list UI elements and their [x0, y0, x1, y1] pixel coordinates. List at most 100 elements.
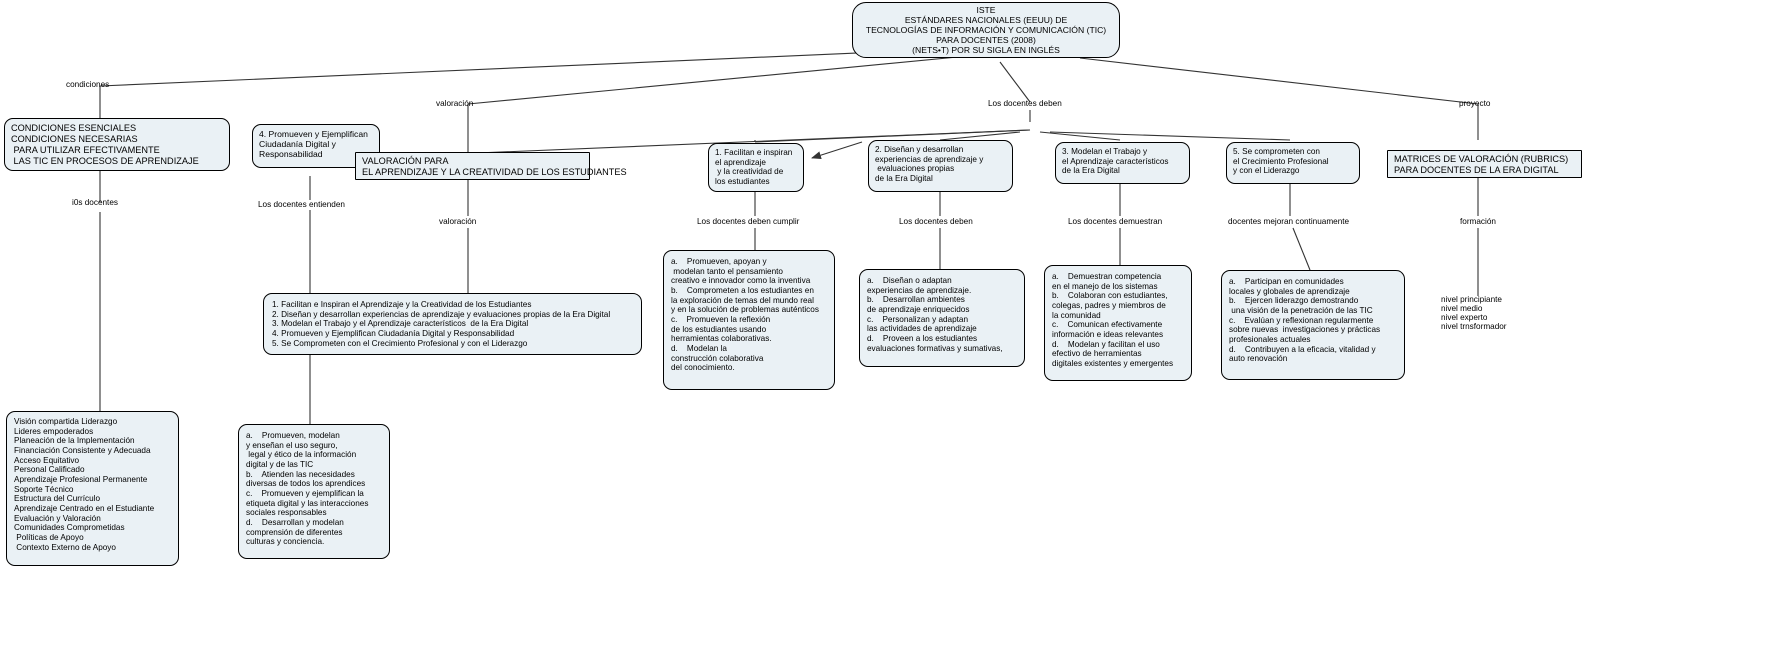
- node-niveles[interactable]: nivel principiante nivel medio nivel exp…: [1441, 295, 1507, 331]
- valoracion-line-1: EL APRENDIZAJE Y LA CREATIVIDAD DE LOS E…: [362, 166, 627, 177]
- std4-detail-line-7: etiqueta digital y las interacciones: [246, 498, 369, 508]
- root-line-4: (NETS•T) POR SU SIGLA EN INGLÉS: [912, 45, 1060, 56]
- node-standard-5-detail[interactable]: a. Participan en comunidades locales y g…: [1221, 270, 1405, 380]
- node-standard-2-detail[interactable]: a. Diseñan o adaptan experiencias de apr…: [859, 269, 1025, 367]
- std1-detail-line-5: y en la solución de problemas auténticos: [671, 305, 819, 315]
- std1-detail-line-3: b. Comprometen a los estudiantes en: [671, 286, 814, 296]
- link-label-i0s-docentes: i0s docentes: [72, 198, 118, 207]
- std4-detail-line-10: comprensión de diferentes: [246, 527, 343, 537]
- valoracion-line-0: VALORACIÓN PARA: [362, 156, 449, 166]
- std1-detail-line-4: la exploración de temas del mundo real: [671, 295, 814, 305]
- root-line-1: ESTÁNDARES NACIONALES (EEUU) DE: [904, 14, 1068, 25]
- std2-detail-line-4: c. Personalizan y adaptan: [867, 314, 969, 324]
- std1-line-0: 1. Facilitan e inspiran: [715, 148, 793, 157]
- condiciones-list-line-8: Estructura del Currículo: [14, 494, 101, 504]
- std3-detail-line-0: a. Demuestran competencia: [1052, 272, 1162, 281]
- std2-detail-line-5: las actividades de aprendizaje: [867, 324, 977, 334]
- matrices-line-0: MATRICES DE VALORACIÓN (RUBRICS): [1394, 154, 1569, 164]
- std5-detail-line-7: d. Contribuyen a la eficacia, vitalidad …: [1229, 344, 1376, 354]
- node-standard-3-detail[interactable]: a. Demuestran competencia en el manejo d…: [1044, 265, 1192, 381]
- link-label-condiciones: condiciones: [66, 80, 110, 89]
- condiciones-line-3: LAS TIC EN PROCESOS DE APRENDIZAJE: [11, 155, 199, 166]
- node-condiciones-list[interactable]: Visión compartida Liderazgo Lideres empo…: [6, 411, 179, 566]
- std4-line-0: 4. Promueven y Ejemplifican: [259, 129, 368, 139]
- std3-line-2: de la Era Digital: [1062, 166, 1120, 176]
- std4-line-2: Responsabilidad: [259, 149, 323, 160]
- std-list-line-1: 2. Diseñan y desarrollan experiencias de…: [272, 309, 611, 319]
- condiciones-list-line-10: Evaluación y Valoración: [14, 513, 101, 523]
- std4-detail-line-5: diversas de todos los aprendices: [246, 479, 366, 489]
- std1-detail-line-1: modelan tanto el pensamiento: [671, 266, 783, 276]
- std4-detail-line-6: c. Promueven y ejemplifican la: [246, 489, 364, 499]
- std2-line-2: evaluaciones propias: [875, 164, 955, 174]
- std1-detail-line-7: de los estudiantes usando: [671, 324, 767, 334]
- root-line-0: ISTE: [976, 4, 996, 15]
- std1-line-2: y la creatividad de: [715, 167, 784, 177]
- std5-line-2: y con el Liderazgo: [1233, 166, 1300, 176]
- condiciones-list-line-13: Contexto Externo de Apoyo: [14, 542, 116, 552]
- link-label-docentes-mejoran: docentes mejoran continuamente: [1228, 217, 1350, 226]
- condiciones-list-line-9: Aprendizaje Centrado en el Estudiante: [14, 504, 155, 514]
- std4-detail-line-8: sociales responsables: [246, 508, 327, 518]
- std-list-line-3: 4. Promueven y Ejemplifican Ciudadanía D…: [272, 329, 515, 339]
- link-label-los-docentes-entienden: Los docentes entienden: [258, 200, 345, 209]
- std2-detail-line-7: evaluaciones formativas y sumativas,: [867, 343, 1003, 353]
- std5-detail-line-5: sobre nuevas investigaciones y prácticas: [1229, 325, 1381, 335]
- condiciones-list-line-7: Soporte Técnico: [14, 484, 74, 494]
- condiciones-list-line-0: Visión compartida Liderazgo: [14, 417, 118, 426]
- condiciones-list-line-11: Comunidades Comprometidas: [14, 523, 125, 533]
- std1-detail-line-0: a. Promueven, apoyan y: [671, 257, 767, 266]
- node-condiciones-esenciales[interactable]: CONDICIONES ESENCIALES CONDICIONES NECES…: [4, 118, 230, 171]
- std2-line-0: 2. Diseñan y desarrollan: [875, 145, 964, 154]
- std5-line-0: 5. Se comprometen con: [1233, 147, 1320, 156]
- condiciones-list-line-3: Financiación Consistente y Adecuada: [14, 446, 151, 456]
- node-standard-4[interactable]: 4. Promueven y Ejemplifican Ciudadanía D…: [252, 124, 380, 168]
- std-list-line-4: 5. Se Comprometen con el Crecimiento Pro…: [272, 338, 528, 348]
- link-label-los-docentes-deben: Los docentes deben: [988, 99, 1062, 108]
- condiciones-line-0: CONDICIONES ESENCIALES: [11, 123, 137, 133]
- node-standard-1-detail[interactable]: a. Promueven, apoyan y modelan tanto el …: [663, 250, 835, 390]
- condiciones-line-2: PARA UTILIZAR EFECTIVAMENTE: [11, 144, 160, 155]
- condiciones-list-line-4: Acceso Equitativo: [14, 455, 80, 465]
- link-label-los-docentes-deben-cumplir: Los docentes deben cumplir: [697, 217, 800, 226]
- node-standard-4-detail[interactable]: a. Promueven, modelan y enseñan el uso s…: [238, 424, 390, 559]
- std2-detail-line-0: a. Diseñan o adaptan: [867, 276, 952, 285]
- std1-detail-line-11: del conocimiento.: [671, 363, 735, 373]
- std2-detail-line-3: de aprendizaje enriquecidos: [867, 305, 970, 315]
- std3-detail-line-2: b. Colaboran con estudiantes,: [1052, 291, 1168, 301]
- std-list-line-2: 3. Modelan el Trabajo y el Aprendizaje c…: [272, 319, 529, 329]
- link-label-valoracion-top: valoración: [436, 99, 474, 108]
- link-label-proyecto: proyecto: [1459, 99, 1491, 108]
- std4-detail-line-11: culturas y conciencia.: [246, 537, 325, 547]
- node-matrices-valoracion[interactable]: MATRICES DE VALORACIÓN (RUBRICS) PARA DO…: [1387, 150, 1582, 178]
- root-line-2: TECNOLOGÍAS DE INFORMACIÓN Y COMUNICACIÓ…: [865, 24, 1107, 35]
- std4-detail-line-0: a. Promueven, modelan: [246, 431, 340, 440]
- root-line-3: PARA DOCENTES (2008): [936, 35, 1036, 46]
- node-standard-3[interactable]: 3. Modelan el Trabajo y el Aprendizaje c…: [1055, 142, 1190, 184]
- root-node[interactable]: ISTE ESTÁNDARES NACIONALES (EEUU) DE TEC…: [852, 2, 1120, 58]
- std2-line-3: de la Era Digital: [875, 174, 933, 184]
- std3-line-0: 3. Modelan el Trabajo y: [1062, 147, 1148, 156]
- std1-detail-line-9: d. Modelan la: [671, 344, 727, 354]
- node-valoracion-para-aprendizaje[interactable]: VALORACIÓN PARA EL APRENDIZAJE Y LA CREA…: [355, 152, 627, 180]
- std3-detail-line-9: digitales existentes y emergentes: [1052, 359, 1174, 369]
- node-standard-5[interactable]: 5. Se comprometen con el Crecimiento Pro…: [1226, 142, 1360, 184]
- niveles-line-2: nivel experto: [1441, 313, 1488, 322]
- std5-line-1: el Crecimiento Profesional: [1233, 156, 1329, 166]
- node-standard-1[interactable]: 1. Facilitan e inspiran el aprendizaje y…: [708, 143, 804, 192]
- condiciones-list-line-12: Políticas de Apoyo: [14, 533, 84, 543]
- node-standard-2[interactable]: 2. Diseñan y desarrollan experiencias de…: [868, 140, 1013, 192]
- std5-detail-line-3: una visión de la penetración de las TIC: [1229, 306, 1373, 316]
- std3-detail-line-1: en el manejo de los sistemas: [1052, 281, 1158, 291]
- matrices-line-1: PARA DOCENTES DE LA ERA DIGITAL: [1394, 164, 1559, 175]
- std5-detail-line-8: auto renovación: [1229, 354, 1288, 364]
- std5-detail-line-1: locales y globales de aprendizaje: [1229, 286, 1350, 296]
- std4-detail-line-3: digital y de las TIC: [246, 460, 314, 470]
- std5-detail-line-6: profesionales actuales: [1229, 335, 1311, 345]
- std5-detail-line-0: a. Participan en comunidades: [1229, 277, 1344, 286]
- std3-detail-line-4: la comunidad: [1052, 310, 1101, 320]
- std-list-line-0: 1. Facilitan e Inspiran el Aprendizaje y…: [272, 300, 532, 309]
- niveles-line-3: nivel trnsformador: [1441, 322, 1507, 331]
- node-standards-list[interactable]: 1. Facilitan e Inspiran el Aprendizaje y…: [263, 293, 642, 355]
